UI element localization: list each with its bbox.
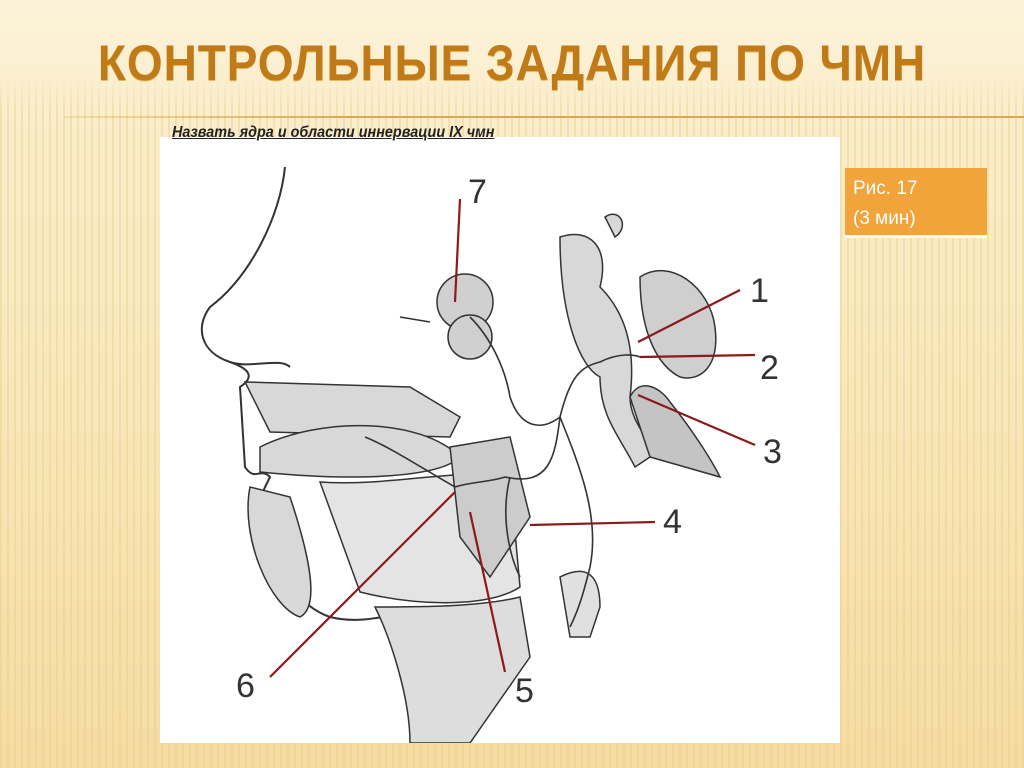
label-1: 1 xyxy=(750,272,769,310)
label-2: 2 xyxy=(760,349,779,387)
leader-line-2 xyxy=(639,353,756,359)
anatomy-structures xyxy=(243,213,722,743)
leader-line-5 xyxy=(468,511,507,673)
figure-number: Рис. 17 xyxy=(853,178,918,199)
anatomy-figure: 7 1 2 3 4 5 6 xyxy=(160,137,840,743)
title-background xyxy=(0,0,1024,110)
leader-lines xyxy=(269,198,756,678)
leader-line-1 xyxy=(637,289,741,343)
leader-line-3 xyxy=(637,393,756,447)
label-7: 7 xyxy=(468,173,487,211)
time-limit: (3 мин) xyxy=(853,208,916,229)
task-subtitle: Назвать ядра и области иннервации IX чмн xyxy=(172,124,495,141)
glossopharyngeal-nerve-diagram: 7 1 2 3 4 5 6 xyxy=(200,166,782,743)
label-5: 5 xyxy=(515,672,534,710)
label-6: 6 xyxy=(236,667,255,705)
leader-line-7 xyxy=(453,198,462,303)
head-outline xyxy=(200,166,421,621)
label-4: 4 xyxy=(663,503,682,541)
title-divider xyxy=(64,116,1024,118)
leader-line-4 xyxy=(529,520,656,527)
figure-badge: Рис. 17 (3 мин) xyxy=(845,168,987,238)
leader-line-6 xyxy=(269,491,456,678)
label-3: 3 xyxy=(763,433,782,471)
nerve-branches xyxy=(364,316,641,628)
slide-title: КОНТРОЛЬНЫЕ ЗАДАНИЯ ПО ЧМН xyxy=(97,35,927,91)
